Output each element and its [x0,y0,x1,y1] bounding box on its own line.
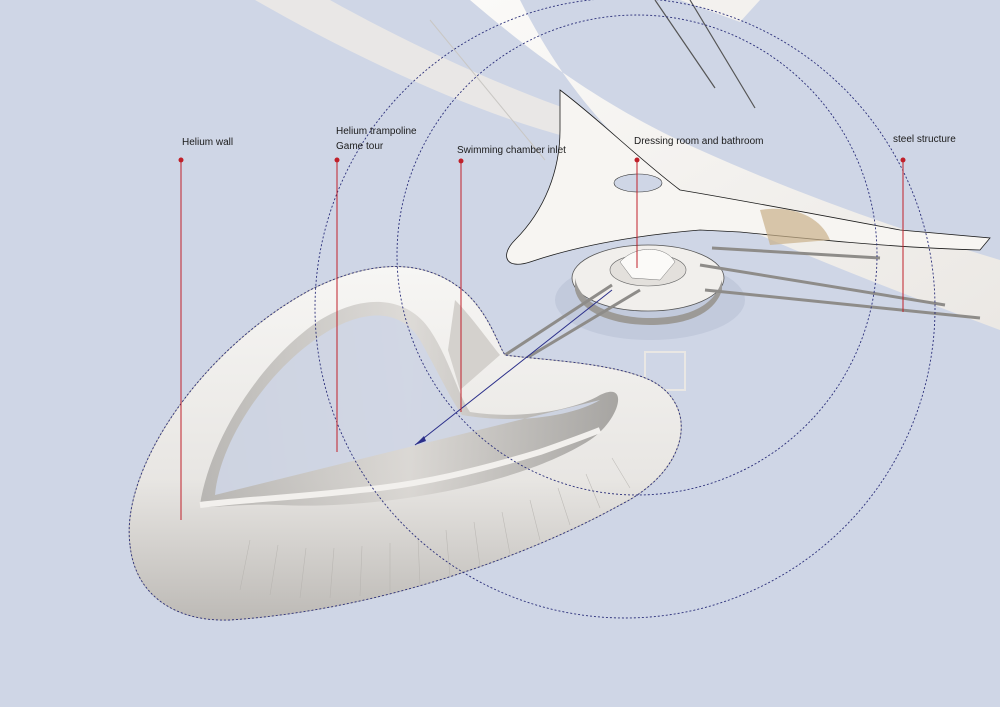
dot-helium-trampoline [334,157,340,163]
steel-struts [504,246,981,364]
label-helium-wall-line1: Helium wall [182,137,234,148]
leader-lines [180,160,904,520]
dot-helium-wall [178,157,184,163]
label-swimming-chamber-line1: Swimming chamber inlet [457,145,566,156]
label-helium-trampoline-line2: Game tour [336,141,384,152]
label-steel-structure-line1: steel structure [893,134,956,145]
dashed-guide-circles [128,0,936,621]
leader-dots [178,157,906,164]
label-helium-trampoline: Helium trampoline Game tour [336,124,417,154]
dressing-room-pod [555,244,745,391]
label-dressing-room-line1: Dressing room and bathroom [634,136,764,147]
upper-structure [255,0,1000,330]
label-dressing-room: Dressing room and bathroom [634,134,764,149]
label-helium-trampoline-line1: Helium trampoline [336,126,417,137]
label-helium-wall: Helium wall [182,135,233,150]
label-steel-structure: steel structure [893,132,956,147]
dot-dressing-room [634,157,640,163]
dot-steel-structure [900,157,906,163]
axis-arrow [414,289,613,446]
label-swimming-chamber: Swimming chamber inlet [457,143,566,158]
helium-ring [128,266,682,621]
dot-swimming-chamber [458,158,464,164]
